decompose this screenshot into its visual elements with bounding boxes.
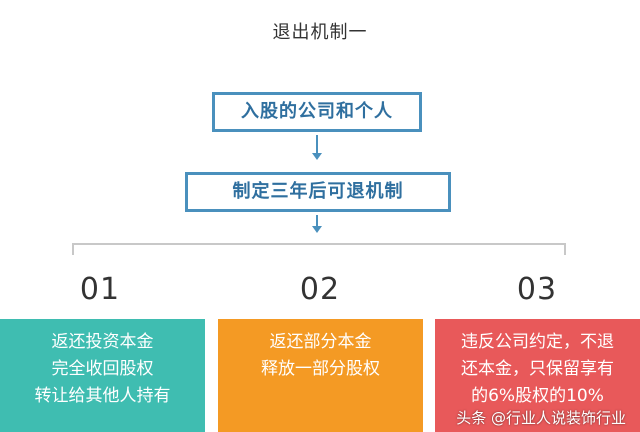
option-2-line-1: 返还部分本金: [269, 332, 372, 352]
option-2-line-2: 释放一部分股权: [261, 359, 380, 379]
option-3-line-2: 还本金，只保留享有: [461, 359, 614, 379]
option-3-line-1: 违反公司约定，不退: [461, 332, 614, 352]
option-1-line-2: 完全收回股权: [51, 359, 154, 379]
option-1-line-1: 返还投资本金: [51, 332, 154, 352]
option-number-01: 01: [79, 272, 121, 307]
arrow-1-shaft: [316, 135, 318, 154]
arrow-2-shaft: [316, 215, 318, 227]
option-card-2: 返还部分本金 释放一部分股权: [218, 319, 423, 432]
arrow-down-icon: [312, 226, 322, 233]
branch-right-drop: [564, 243, 566, 255]
flow-step-1: 入股的公司和个人: [212, 92, 422, 132]
source-watermark: 头条 @行业人说装饰行业: [456, 409, 626, 427]
option-card-1: 返还投资本金 完全收回股权 转让给其他人持有: [0, 319, 205, 432]
option-card-3: 违反公司约定，不退 还本金，只保留享有 的6%股权的10%: [435, 319, 640, 432]
option-number-02: 02: [299, 272, 341, 307]
option-3-line-3: 的6%股权的10%: [471, 386, 604, 406]
diagram-title: 退出机制一: [272, 22, 368, 43]
branch-horizontal-line: [72, 243, 566, 245]
option-1-line-3: 转让给其他人持有: [34, 386, 171, 406]
flow-step-2: 制定三年后可退机制: [185, 172, 451, 212]
branch-left-drop: [72, 243, 74, 255]
option-number-03: 03: [516, 272, 558, 307]
arrow-down-icon: [312, 153, 322, 160]
